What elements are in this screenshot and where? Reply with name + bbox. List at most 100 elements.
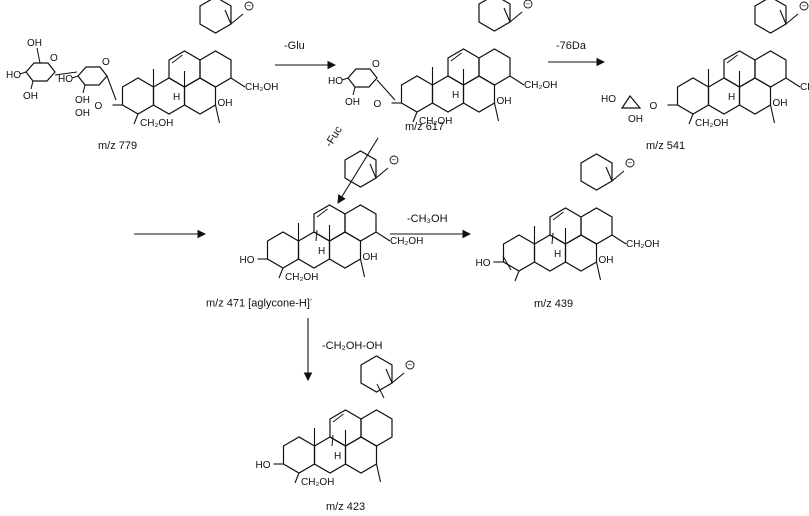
c541-fragment-ho: HO bbox=[601, 94, 616, 105]
c779-glu-c6-oh: OH bbox=[27, 38, 42, 49]
c541-fragment-oh: OH bbox=[628, 114, 643, 125]
label-mz-439: m/z 439 bbox=[534, 298, 574, 310]
label-mz-541: m/z 541 bbox=[646, 140, 686, 152]
c779-c28-ch2oh: CH₂OH bbox=[245, 82, 278, 93]
c439-ring-C bbox=[564, 234, 598, 272]
c779-fucose-pyranose-ring bbox=[77, 66, 108, 86]
c779-methyl-20a bbox=[230, 13, 244, 25]
c423-c24-ch2oh: CH₂OH bbox=[301, 477, 334, 488]
c439-double-bond-5 bbox=[502, 255, 512, 271]
c439-methyl-4a bbox=[514, 270, 520, 282]
c617-c3-group: O bbox=[374, 99, 382, 110]
step-glu: -Glu bbox=[284, 40, 305, 52]
c471-methyl-4a bbox=[278, 267, 284, 279]
structures-layer bbox=[19, 0, 809, 484]
c439-c3-group: HO bbox=[476, 258, 491, 269]
c617-c28-ch2oh: CH₂OH bbox=[524, 80, 557, 91]
c541-c3-group: O bbox=[650, 101, 658, 112]
c471-c3-group: HO bbox=[240, 255, 255, 266]
c617-ring-A bbox=[400, 75, 434, 113]
c617-radical-anion-circle bbox=[523, 0, 533, 9]
c423-methyl-14 bbox=[375, 463, 382, 483]
c617-fucose-pyranose-ring bbox=[347, 68, 378, 88]
c471-double-bond-11 bbox=[315, 229, 318, 242]
c779-ring-C bbox=[183, 77, 217, 115]
c779-glucose-ring-oxygen: O bbox=[50, 53, 58, 64]
c779-fucose-hydroxyl-1: OH bbox=[75, 95, 90, 106]
c471-c28-ch2oh: CH₂OH bbox=[390, 236, 423, 247]
c617-methyl-20a bbox=[509, 11, 523, 23]
c439-h9: H bbox=[554, 249, 561, 260]
c423-ring-C bbox=[344, 436, 378, 474]
c779-charge-sign: − bbox=[246, 1, 251, 10]
c779-fucose-oh-bond-2 bbox=[71, 75, 79, 79]
c541-charge-sign: − bbox=[801, 1, 806, 10]
c617-h9: H bbox=[452, 90, 459, 101]
c617-ring-D bbox=[478, 48, 511, 86]
c617-glycosidic-bond bbox=[376, 79, 396, 101]
c617-bond-ch2oh bbox=[509, 75, 525, 86]
c617-methyl-4a bbox=[412, 111, 418, 123]
c617-methyl-14 bbox=[493, 102, 500, 122]
c779-c24-ch2oh: CH₂OH bbox=[140, 118, 173, 129]
c779-fucose-oh-bond-1 bbox=[82, 84, 86, 94]
c541-c28-ch2oh: CH₂OH bbox=[800, 82, 809, 93]
c617-double-bond-12 bbox=[450, 52, 462, 62]
c541-radical-anion-circle bbox=[799, 1, 809, 11]
c617-ring-E bbox=[478, 0, 511, 32]
c541-ring-D bbox=[754, 50, 787, 88]
c423-methyl-4a bbox=[294, 472, 300, 484]
c541-methyl-14 bbox=[769, 104, 776, 124]
charge-superscript: - bbox=[309, 297, 313, 304]
c541-h9: H bbox=[728, 92, 735, 103]
c779-glu-c6-bond bbox=[36, 47, 41, 64]
c779-h9: H bbox=[173, 92, 180, 103]
c471-double-bond-12 bbox=[316, 208, 328, 218]
c617-methyl-20b bbox=[503, 7, 511, 23]
c541-methyl-20a bbox=[785, 13, 799, 25]
c779-glucose-hydroxyl-2: HO bbox=[6, 70, 21, 81]
c779-c16-oh: OH bbox=[218, 98, 233, 109]
c423-charge-sign: − bbox=[407, 360, 412, 369]
c541-c16-oh: OH bbox=[773, 98, 788, 109]
c423-c3-group: HO bbox=[256, 460, 271, 471]
c439-charge-sign: − bbox=[627, 158, 632, 167]
c471-methyl-14 bbox=[359, 258, 366, 278]
c617-fucose-hydroxyl-2: HO bbox=[328, 76, 343, 87]
c617-c24-ch2oh: CH₂OH bbox=[419, 116, 452, 127]
c779-double-bond-12 bbox=[171, 54, 183, 64]
arrow-617-to-471 bbox=[337, 137, 379, 204]
c617-charge-sign: − bbox=[525, 0, 530, 8]
c779-fuc-oh: OH bbox=[75, 108, 90, 119]
c779-ring-A bbox=[121, 77, 155, 115]
c779-methyl-4a bbox=[133, 113, 139, 125]
c779-glycosidic-bond-1 bbox=[54, 71, 78, 76]
c779-glucose-hydroxyl-1: OH bbox=[23, 91, 38, 102]
c439-double-bond-11 bbox=[551, 232, 554, 245]
c541-bond-ch2oh bbox=[785, 77, 801, 88]
c779-glucose-pyranose-ring bbox=[25, 62, 56, 82]
c617-fucose-ring-oxygen: O bbox=[372, 59, 380, 70]
c779-methyl-20b bbox=[224, 9, 232, 25]
c779-radical-anion-circle bbox=[244, 1, 254, 11]
c439-methyl-20b bbox=[605, 166, 613, 182]
c423-ring-E bbox=[360, 355, 393, 393]
c439-c16-oh: OH bbox=[599, 255, 614, 266]
atom-labels: −CH₂OHOHHOCH₂OHOOHHOOOHHOOHOH−CH₂OHOHHOC… bbox=[6, 0, 809, 488]
c471-ring-E bbox=[344, 150, 377, 188]
c471-c24-ch2oh: CH₂OH bbox=[285, 272, 318, 283]
c471-charge-sign: − bbox=[391, 155, 396, 164]
c779-fucose-hydroxyl-2: HO bbox=[58, 74, 73, 85]
c541-ring-A bbox=[676, 77, 710, 115]
c439-methyl-20a bbox=[611, 170, 625, 182]
step-76da: -76Da bbox=[556, 40, 586, 52]
c541-ring-C bbox=[738, 77, 772, 115]
c439-double-bond-12 bbox=[552, 211, 564, 221]
c779-c3-group: O bbox=[95, 101, 103, 112]
c779-methyl-14 bbox=[214, 104, 221, 124]
c471-ring-C bbox=[328, 231, 362, 269]
c471-h9: H bbox=[318, 246, 325, 257]
c423-double-bond-ring-e bbox=[376, 383, 385, 399]
c471-ring-D bbox=[344, 204, 377, 242]
c541-methyl-20b bbox=[779, 9, 787, 25]
